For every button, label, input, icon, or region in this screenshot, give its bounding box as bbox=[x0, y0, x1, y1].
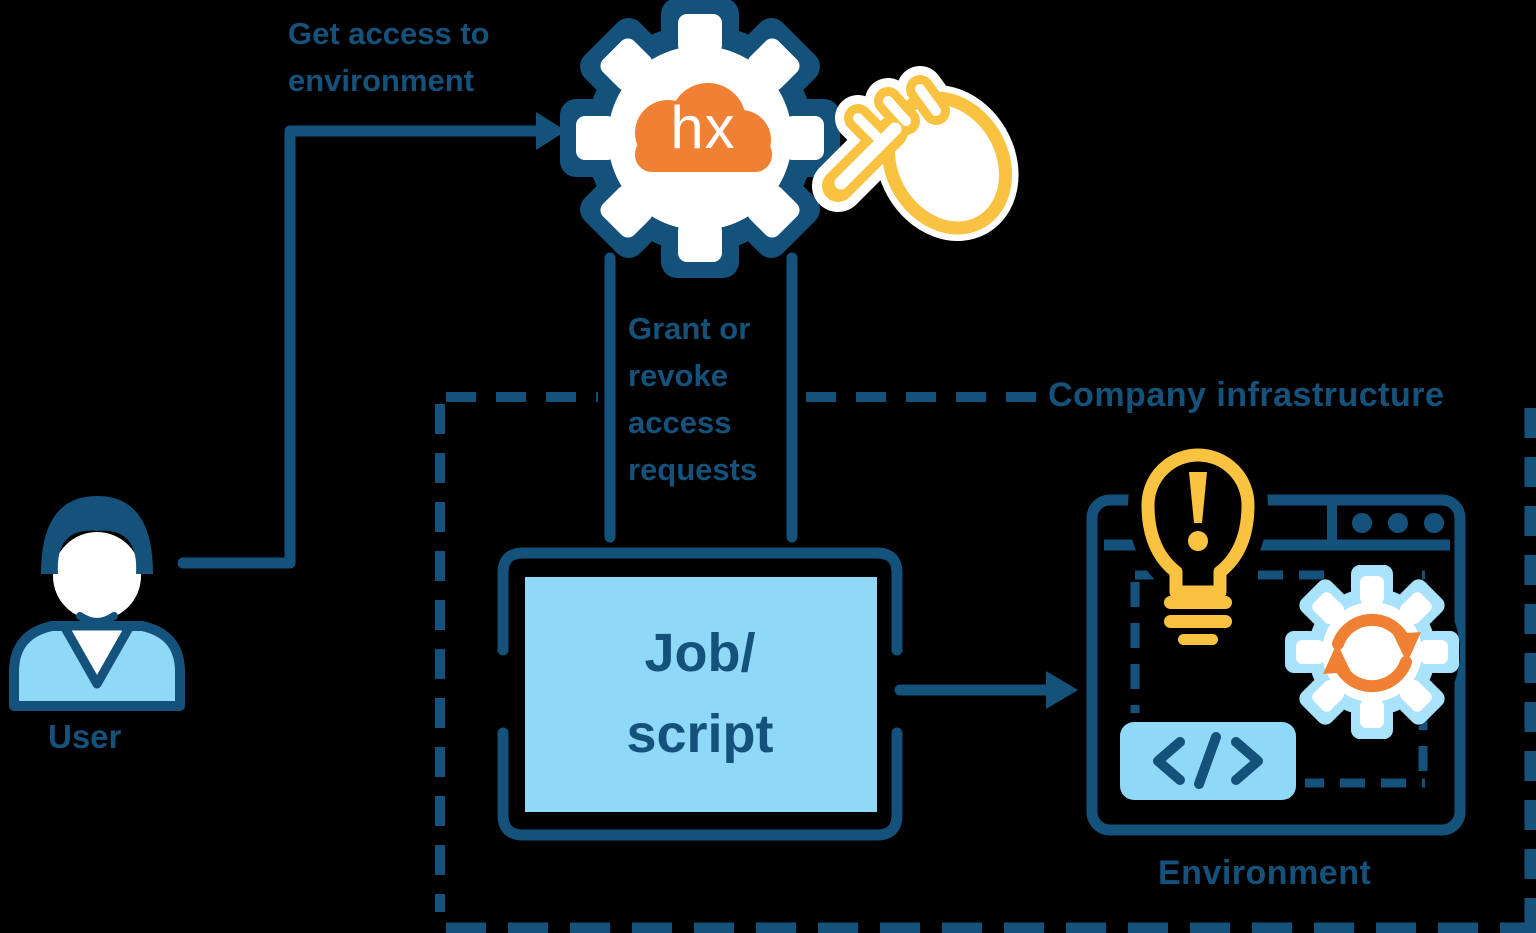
get-access-label: Get access to environment bbox=[288, 16, 490, 98]
grant-revoke-lines bbox=[604, 252, 798, 543]
user-label: User bbox=[48, 718, 122, 755]
hx-cloud-logo bbox=[635, 83, 772, 172]
job-script-label: Job/ script bbox=[626, 623, 774, 764]
environment-label: Environment bbox=[1158, 854, 1372, 892]
company-infrastructure-label: Company infrastructure bbox=[1048, 376, 1445, 414]
window-dots bbox=[1352, 513, 1444, 533]
hx-logo-text: hx bbox=[670, 93, 736, 161]
sync-gear-icon bbox=[1284, 564, 1460, 740]
company-boundary-dashed-border bbox=[435, 392, 1536, 933]
job-script-box bbox=[497, 547, 903, 841]
refresh-arrows-icon bbox=[1323, 613, 1421, 693]
lightbulb-icon bbox=[1127, 435, 1269, 645]
settings-gear-icon bbox=[560, 0, 840, 278]
code-glyph bbox=[1153, 732, 1263, 789]
grant-revoke-label: Grant or revoke access requests bbox=[628, 311, 758, 487]
exclamation-mark bbox=[1188, 472, 1208, 551]
cursor-hand-icon bbox=[812, 66, 1019, 241]
user-to-gear-arrow bbox=[177, 112, 566, 569]
job-to-environment-arrow bbox=[894, 671, 1078, 709]
code-box-icon bbox=[1111, 713, 1305, 809]
user-icon bbox=[9, 496, 185, 711]
